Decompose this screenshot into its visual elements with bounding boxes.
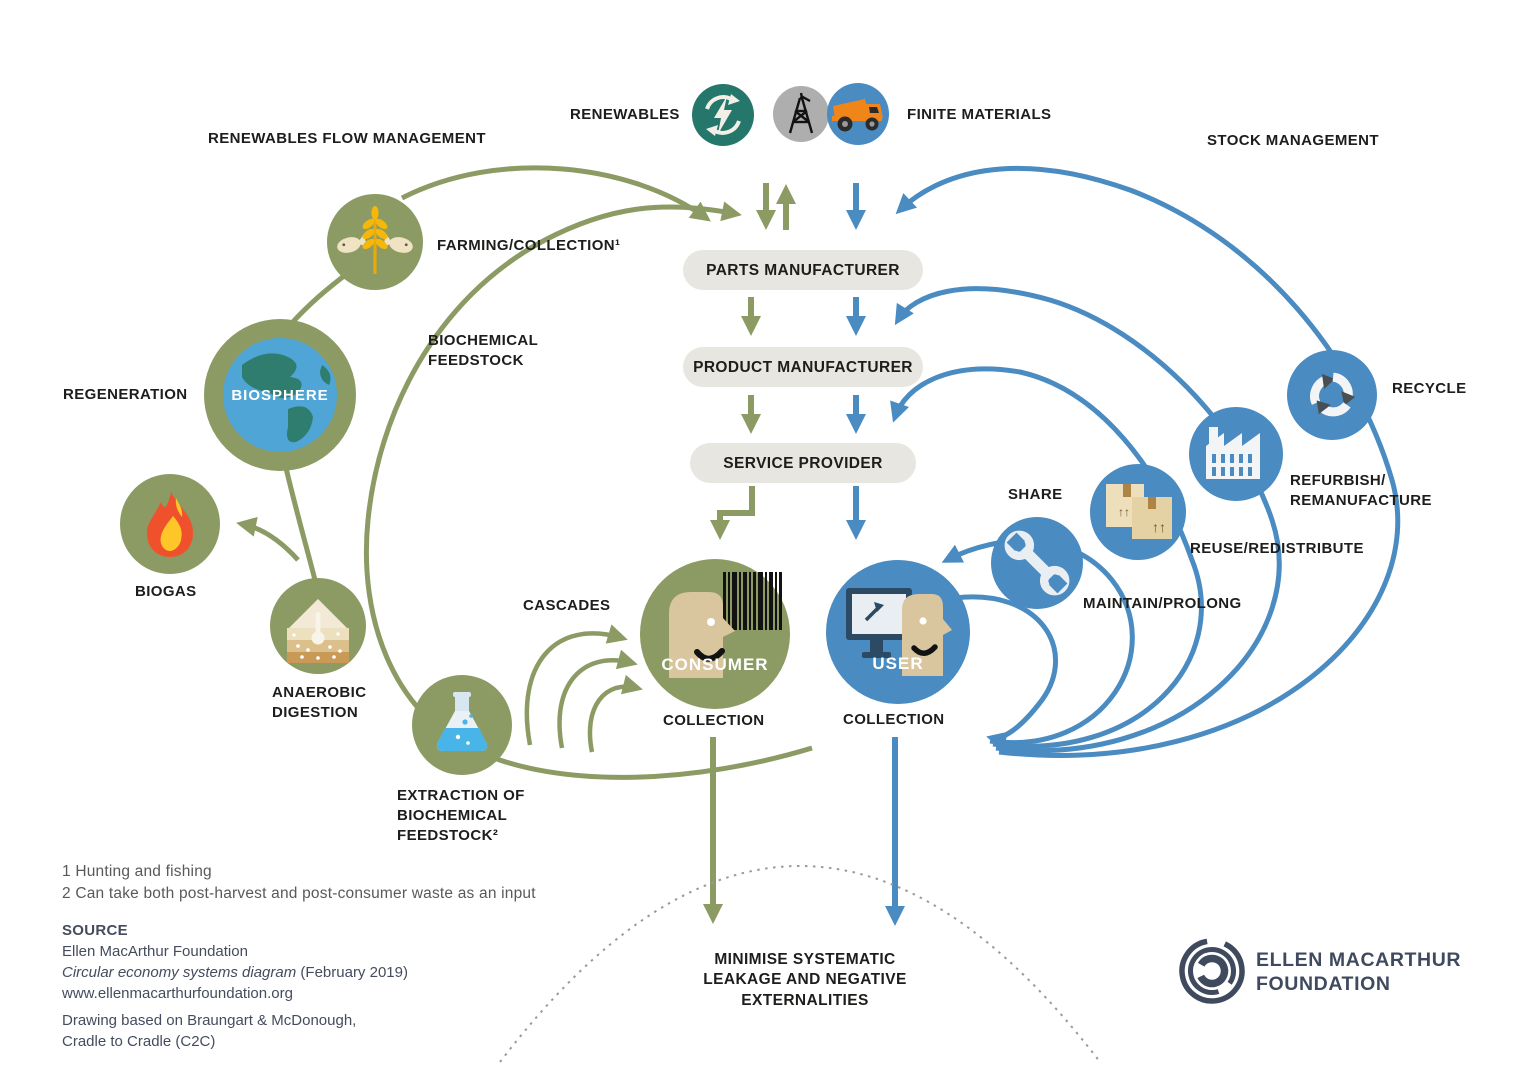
source-title-rest: (February 2019) [296, 964, 408, 981]
source-org: Ellen MacArthur Foundation [62, 943, 248, 960]
maintain-wrench-icon [991, 517, 1083, 609]
label-share: SHARE [1008, 486, 1063, 503]
green-cascade-3 [587, 674, 643, 753]
green-elbow-service-consumer [710, 486, 755, 540]
green-loop-biochemical-feedstock [363, 201, 813, 780]
farming-collection-icon [327, 194, 423, 290]
label-renewables: RENEWABLES [570, 106, 680, 123]
green-flow-lines [236, 165, 813, 924]
label-biogas: BIOGAS [135, 583, 197, 600]
label-farming-collection: FARMING/COLLECTION¹ [437, 237, 621, 254]
chain-pills [683, 250, 923, 483]
emf-logo-wordmark: ELLEN MACARTHUR FOUNDATION [1256, 949, 1462, 996]
header-stock-management: STOCK MANAGEMENT [1207, 132, 1379, 149]
label-biochemical-feedstock: BIOCHEMICAL FEEDSTOCK [428, 332, 539, 369]
wheat-icon [362, 206, 388, 274]
user-icon [826, 560, 970, 704]
box-arrows-glyph: ↑↑ [1118, 505, 1130, 519]
pill-parts-manufacturer: PARTS MANUFACTURER [706, 262, 900, 279]
extraction-flask-icon [412, 675, 512, 775]
label-collection-consumer: COLLECTION [663, 712, 765, 729]
reuse-boxes-icon: ↑↑ ↑↑ [1090, 464, 1186, 560]
barcode-icon [723, 572, 782, 630]
anaerobic-digestion-icon [270, 578, 366, 674]
footnote-1: 1 Hunting and fishing [62, 863, 212, 880]
green-link-biosphere-anaerobic [283, 467, 318, 581]
label-reuse-redistribute: REUSE/REDISTRIBUTE [1190, 540, 1364, 557]
monitor-icon [846, 588, 912, 658]
emf-logo-icon [1179, 938, 1245, 1004]
label-minimise-leakage: MINIMISE SYSTEMATIC LEAKAGE AND NEGATIVE… [703, 951, 907, 1009]
label-anaerobic-digestion: ANAEROBIC DIGESTION [272, 684, 367, 721]
blue-loop-recycle [895, 165, 1401, 758]
green-arrow-biogas [236, 516, 300, 562]
label-regeneration: REGENERATION [63, 386, 188, 403]
biosphere-label: BIOSPHERE [231, 387, 329, 404]
label-finite-materials: FINITE MATERIALS [907, 106, 1052, 123]
source-heading: SOURCE [62, 922, 128, 939]
label-refurbish-remanufacture: REFURBISH/ REMANUFACTURE [1290, 472, 1432, 509]
refurbish-factory-icon [1189, 407, 1283, 501]
label-recycle: RECYCLE [1392, 380, 1467, 397]
consumer-face [669, 592, 735, 678]
label-maintain-prolong: MAINTAIN/PROLONG [1083, 595, 1242, 612]
biosphere-icon [204, 319, 356, 471]
green-arc-farming-to-top [400, 165, 711, 222]
source-title: Circular economy systems diagram (Februa… [62, 962, 408, 983]
recycle-icon [1287, 350, 1377, 440]
green-link-biosphere-farming [288, 274, 346, 327]
blue-loop-share [954, 594, 1059, 752]
biogas-icon [120, 474, 220, 574]
user-face [902, 594, 952, 676]
mining-truck-icon [827, 83, 889, 145]
footnote-2: 2 Can take both post-harvest and post-co… [62, 885, 536, 902]
label-collection-user: COLLECTION [843, 711, 945, 728]
label-extraction-feedstock: EXTRACTION OF BIOCHEMICAL FEEDSTOCK² [397, 787, 525, 844]
oil-derrick-icon [773, 86, 829, 142]
pill-service-provider: SERVICE PROVIDER [723, 455, 883, 472]
source-url: www.ellenmacarthurfoundation.org [62, 985, 293, 1002]
label-cascades: CASCADES [523, 597, 611, 614]
renewables-icon [692, 84, 754, 146]
consumer-icon [640, 559, 790, 709]
blue-loop-refurbish [894, 286, 1282, 754]
source-credit: Drawing based on Braungart & McDonough, … [62, 1012, 357, 1050]
green-cascade-2 [557, 649, 638, 749]
consumer-label: CONSUMER [661, 655, 769, 674]
dotted-boundary-arc [499, 865, 1101, 1063]
header-renewables-flow-management: RENEWABLES FLOW MANAGEMENT [208, 130, 486, 147]
user-label: USER [872, 654, 924, 673]
pill-product-manufacturer: PRODUCT MANUFACTURER [693, 359, 913, 376]
green-cascade-1 [524, 624, 628, 746]
box-arrows-glyph: ↑↑ [1152, 519, 1166, 535]
source-title-italic: Circular economy systems diagram [62, 964, 297, 981]
source-block: SOURCE Ellen MacArthur Foundation Circul… [62, 920, 408, 1052]
